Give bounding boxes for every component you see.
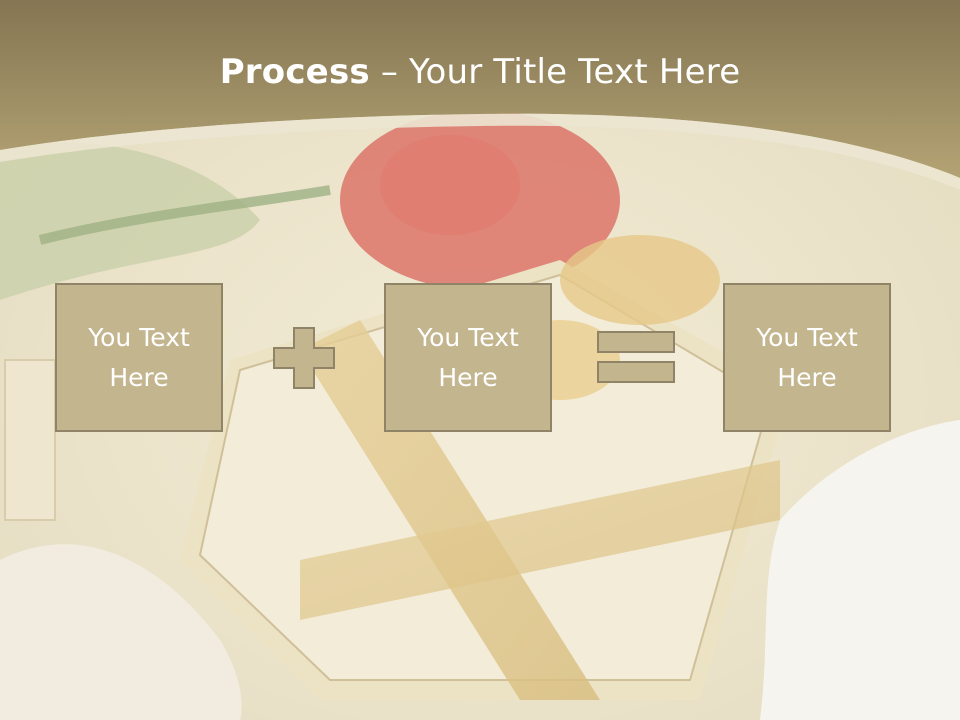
title-bold: Process xyxy=(219,52,370,92)
process-box-3-text: You Text Here xyxy=(756,322,858,392)
process-box-1-text: You Text Here xyxy=(88,322,190,392)
process-box-1: You Text Here xyxy=(55,283,223,432)
slide-title: Process – Your Title Text Here xyxy=(0,52,960,92)
process-box-2: You Text Here xyxy=(384,283,552,432)
process-box-2-text: You Text Here xyxy=(417,322,519,392)
title-rest: – Your Title Text Here xyxy=(369,52,741,92)
title-band xyxy=(0,0,960,190)
plus-icon xyxy=(273,327,335,389)
process-box-3: You Text Here xyxy=(723,283,891,432)
equals-icon xyxy=(597,331,675,383)
